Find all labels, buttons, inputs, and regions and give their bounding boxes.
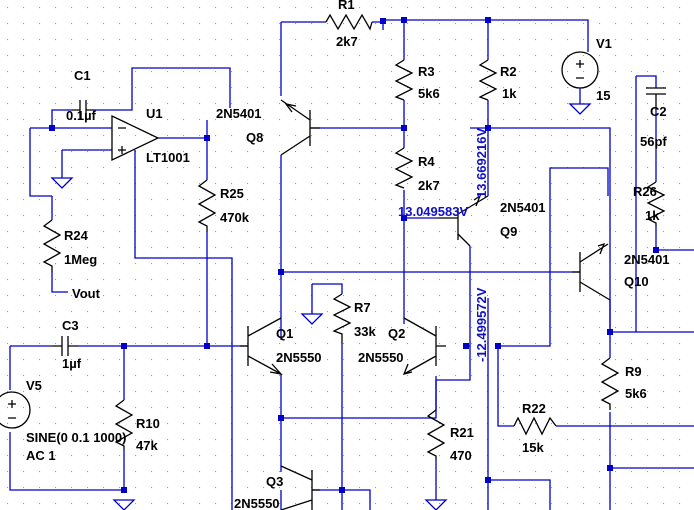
R2-ref: R2 <box>500 64 517 79</box>
V5-ref: V5 <box>26 378 42 393</box>
R4-symbol[interactable] <box>394 147 414 189</box>
V1-symbol[interactable] <box>561 51 599 115</box>
Q3-symbol[interactable] <box>280 465 320 510</box>
R25-symbol[interactable] <box>197 179 217 232</box>
R7-symbol[interactable] <box>332 293 352 344</box>
C3-symbol[interactable] <box>52 336 78 356</box>
R21-ref: R21 <box>450 425 474 440</box>
C3-ref: C3 <box>62 318 79 333</box>
R24-ref: R24 <box>64 228 89 243</box>
Q1-value: 2N5550 <box>276 350 322 365</box>
Q10-value: 2N5401 <box>624 252 670 267</box>
R3-value: 5k6 <box>418 86 440 101</box>
Q2-value: 2N5550 <box>358 350 404 365</box>
Q2-ref: Q2 <box>388 326 405 341</box>
V1-value: 15 <box>596 88 610 103</box>
U1-value: LT1001 <box>146 150 190 165</box>
R26-ref: R26 <box>633 184 657 199</box>
R1-value: 2k7 <box>336 34 358 49</box>
probe-13-049583V: 13.049583V <box>398 204 468 219</box>
R22-symbol[interactable] <box>513 416 557 436</box>
R7-value: 33k <box>354 324 376 339</box>
Q10-symbol[interactable] <box>572 242 611 301</box>
R4-value: 2k7 <box>418 178 440 193</box>
V5-ac-value: AC 1 <box>26 448 56 463</box>
R22-value: 15k <box>522 440 544 455</box>
ground-symbols <box>50 177 448 510</box>
U1-ref: U1 <box>146 106 163 121</box>
R2-symbol[interactable] <box>478 59 498 101</box>
Q8-value: 2N5401 <box>216 106 262 121</box>
probe-neg-12-499572V: -12.499572V <box>474 287 489 362</box>
U1-symbol[interactable] <box>111 114 160 162</box>
R26-symbol[interactable] <box>646 181 666 226</box>
C1-symbol[interactable] <box>72 100 94 120</box>
C1-value: 0.1µf <box>66 108 97 123</box>
R1-symbol[interactable] <box>325 13 373 31</box>
Q1-symbol[interactable] <box>240 317 283 375</box>
V5-value: SINE(0 0.1 1000) <box>26 430 126 445</box>
voltage-probes: 13.669216V 13.049583V -12.499572V <box>398 128 489 362</box>
C1-ref: C1 <box>74 68 91 83</box>
R10-ref: R10 <box>136 416 160 431</box>
vout-net-label: Vout <box>72 286 101 301</box>
R3-ref: R3 <box>418 64 435 79</box>
Q9-symbol[interactable] <box>438 194 489 247</box>
R10-value: 47k <box>136 438 158 453</box>
R21-value: 470 <box>450 448 472 463</box>
R9-value: 5k6 <box>625 386 647 401</box>
junctions <box>49 17 659 493</box>
C3-value: 1µf <box>62 356 82 371</box>
R24-symbol[interactable] <box>42 219 62 272</box>
Q9-ref: Q9 <box>500 224 517 239</box>
R7-ref: R7 <box>354 300 371 315</box>
R4-ref: R4 <box>418 154 435 169</box>
probe-13-669216V: 13.669216V <box>474 128 489 198</box>
Q9-value: 2N5401 <box>500 200 546 215</box>
C2-value: 56pf <box>640 134 667 149</box>
Q3-value: 2N5550 <box>234 496 280 510</box>
R9-symbol[interactable] <box>600 357 620 410</box>
V1-ref: V1 <box>596 36 612 51</box>
Q3-ref: Q3 <box>266 474 283 489</box>
R2-value: 1k <box>502 86 517 101</box>
R26-value: 1k <box>645 208 660 223</box>
C2-ref: C2 <box>650 104 667 119</box>
R10-symbol[interactable] <box>114 399 134 450</box>
R21-symbol[interactable] <box>426 409 446 460</box>
R1-ref: R1 <box>338 0 355 12</box>
R25-value: 470k <box>220 210 250 225</box>
R22-ref: R22 <box>522 401 546 416</box>
R25-ref: R25 <box>220 186 244 201</box>
Q1-ref: Q1 <box>276 326 293 341</box>
R24-value: 1Meg <box>64 252 97 267</box>
component-labels: R1 2k7 R2 1k R3 5k6 R4 2k7 R7 33k R9 5k6… <box>26 0 670 510</box>
R9-ref: R9 <box>625 364 642 379</box>
Q2-symbol[interactable] <box>402 317 446 375</box>
C2-symbol[interactable] <box>646 87 666 110</box>
R3-symbol[interactable] <box>394 59 414 101</box>
Q8-symbol[interactable] <box>280 99 320 156</box>
V5-symbol[interactable] <box>0 391 31 429</box>
Q10-ref: Q10 <box>624 274 649 289</box>
Q8-ref: Q8 <box>246 130 263 145</box>
